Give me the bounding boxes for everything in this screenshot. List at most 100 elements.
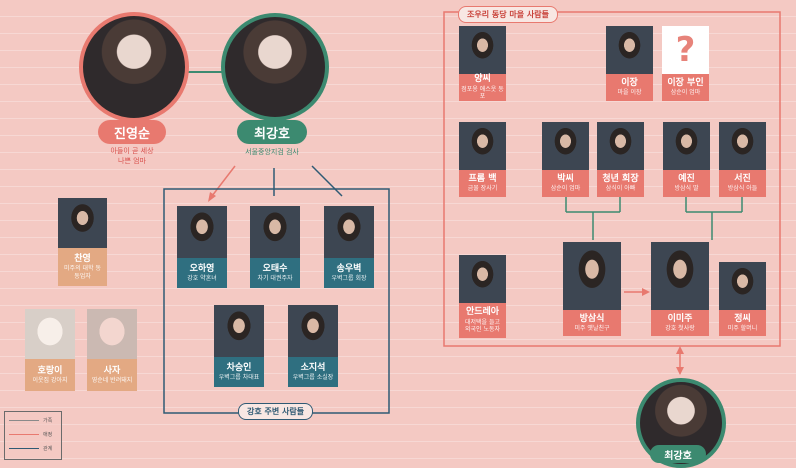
saja-role: 영순네 반려돼지: [92, 377, 133, 385]
saja-name: 사자: [104, 366, 121, 377]
jeongssi-role: 미주 할머니: [728, 325, 758, 333]
chaseungin-name: 차승인: [227, 363, 252, 374]
question-mark-icon: ?: [676, 30, 696, 70]
chanyoung-role-2: 동업자: [74, 273, 91, 281]
yangssi-tag: 양씨 점포옹 애스웃 동포: [459, 74, 506, 101]
tiger-tag: 호랑이 이웃집 강아지: [25, 359, 75, 391]
bangsamsik-tag: 방삼식 미주 옛날친구: [563, 310, 621, 336]
seojin-name: 서진: [734, 174, 751, 185]
ijang-tag: 이장 마을 이장: [606, 74, 653, 101]
legend-item-family: 가족: [5, 415, 61, 426]
tiger-dog-photo: [25, 309, 75, 359]
sojiseok-name: 소지석: [301, 363, 326, 374]
ijang-photo: [606, 26, 653, 74]
seojin-role: 방삼식 아들: [728, 185, 758, 193]
ijang-wife-unknown-photo: ?: [662, 26, 709, 74]
ohayoung-role: 강호 약혼녀: [187, 275, 217, 283]
ohayoung-photo: [177, 206, 227, 258]
parkssi-role: 삼순이 엄마: [551, 185, 581, 193]
chaseungin-photo: [214, 305, 264, 357]
yejin-tag: 예진 방삼식 딸: [663, 170, 710, 197]
legend-swatch-relation: [9, 448, 39, 449]
frombaek-name: 프롬 백: [469, 174, 497, 185]
seojin-photo: [719, 122, 766, 170]
seojin-tag: 서진 방삼식 아들: [719, 170, 766, 197]
yangssi-photo: [459, 26, 506, 74]
frombaek-photo: [459, 122, 506, 170]
parkssi-tag: 박씨 삼순이 엄마: [542, 170, 589, 197]
songwoobyeok-role: 우벽그룹 회장: [331, 275, 366, 283]
saja-tag: 사자 영순네 반려돼지: [87, 359, 137, 391]
legend-label-love: 애정: [43, 431, 52, 438]
sojiseok-photo: [288, 305, 338, 357]
legend-item-love: 애정: [5, 429, 61, 440]
tiger-name: 호랑이: [38, 366, 63, 377]
ohtaesu-role: 차기 대권주자: [257, 275, 292, 283]
legend-swatch-family: [9, 420, 39, 421]
sojiseok-role: 우벽그룹 소실장: [293, 374, 334, 382]
frombaek-role: 금물 장사기: [468, 185, 498, 193]
bangsamsik-role: 미주 옛날친구: [574, 325, 609, 333]
youth-chairman-name: 청년 회장: [602, 174, 638, 185]
youth-chairman-photo: [597, 122, 644, 170]
chaseungin-tag: 차승인 우벽그룹 차대표: [214, 357, 264, 387]
yejin-role: 방삼식 딸: [675, 185, 699, 193]
jeongssi-tag: 정씨 미주 할머니: [719, 310, 766, 336]
chanyoung-photo: [58, 198, 107, 248]
leemiju-photo: [651, 242, 709, 310]
ohayoung-name: 오하영: [190, 264, 215, 275]
saja-pig-photo: [87, 309, 137, 359]
mother-name: 진영순: [98, 120, 166, 144]
ijang-wife-role: 삼순이 엄마: [671, 89, 701, 97]
yangssi-name: 양씨: [474, 74, 491, 85]
frombaek-tag: 프롬 백 금물 장사기: [459, 170, 506, 197]
son-portrait: [221, 13, 329, 121]
legend: 가족 애정 관계: [4, 411, 62, 460]
ijang-wife-name: 이장 부인: [667, 78, 703, 89]
parkssi-photo: [542, 122, 589, 170]
leemiju-tag: 이미주 강호 첫사랑: [651, 310, 709, 336]
son-desc: 서울중앙지검 검사: [222, 148, 322, 158]
mother-desc-1: 아들이 곧 세상: [92, 147, 172, 157]
chanyoung-role-1: 미주의 대학 동: [64, 265, 101, 273]
andrea-role-1: 대저택을 들고: [465, 319, 500, 327]
leemiju-name: 이미주: [668, 314, 693, 325]
songwoobyeok-tag: 송우벽 우벽그룹 회장: [324, 258, 374, 288]
songwoobyeok-name: 송우벽: [337, 264, 362, 275]
yangssi-role: 점포옹 애스웃 동포: [459, 86, 506, 101]
youth-chairman-role: 삼식이 아빠: [606, 185, 636, 193]
son-name: 최강호: [237, 120, 307, 144]
bangsamsik-photo: [563, 242, 621, 310]
legend-label-relation: 관계: [43, 445, 52, 452]
bangsamsik-name: 방삼식: [580, 314, 605, 325]
bottom-kangho-name: 최강호: [650, 445, 706, 463]
ohayoung-tag: 오하영 강호 약혼녀: [177, 258, 227, 288]
yejin-name: 예진: [678, 174, 695, 185]
andrea-photo: [459, 255, 506, 303]
legend-swatch-love: [9, 434, 39, 435]
legend-item-relation: 관계: [5, 443, 61, 454]
parkssi-name: 박씨: [557, 174, 574, 185]
ohtaesu-tag: 오태수 차기 대권주자: [250, 258, 300, 288]
youth-chairman-tag: 청년 회장 삼식이 아빠: [597, 170, 644, 197]
andrea-tag: 안드레아 대저택을 들고 외국인 노동자: [459, 303, 506, 338]
ohtaesu-name: 오태수: [263, 264, 288, 275]
mother-desc-2: 나쁜 엄마: [92, 157, 172, 167]
chaseungin-role: 우벽그룹 차대표: [219, 374, 260, 382]
chanyoung-tag: 찬영 미주의 대학 동 동업자: [58, 248, 107, 286]
ijang-wife-tag: 이장 부인 삼순이 엄마: [662, 74, 709, 101]
andrea-role-2: 외국인 노동자: [465, 326, 500, 334]
ijang-role: 마을 이장: [618, 89, 642, 97]
leemiju-role: 강호 첫사랑: [665, 325, 695, 333]
sojiseok-tag: 소지석 우벽그룹 소실장: [288, 357, 338, 387]
yejin-photo: [663, 122, 710, 170]
andrea-name: 안드레아: [466, 307, 499, 318]
ijang-name: 이장: [621, 78, 638, 89]
ohtaesu-photo: [250, 206, 300, 258]
mother-portrait: [79, 12, 189, 122]
kangho-group-label: 강호 주변 사람들: [238, 403, 313, 420]
jeongssi-name: 정씨: [734, 314, 751, 325]
jeongssi-photo: [719, 262, 766, 310]
chanyoung-name: 찬영: [74, 254, 91, 265]
songwoobyeok-photo: [324, 206, 374, 258]
